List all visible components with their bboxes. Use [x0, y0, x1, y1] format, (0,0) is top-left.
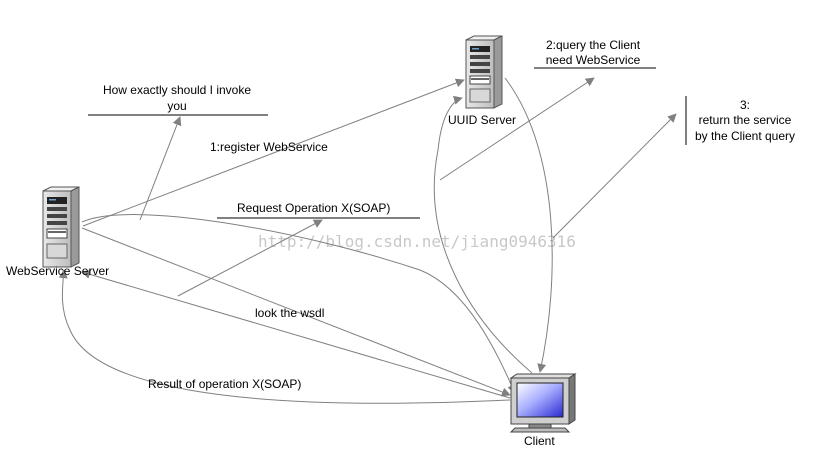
- request-arrow: [177, 219, 323, 297]
- wsdl-arrow: [81, 227, 511, 397]
- label-underlines: [88, 67, 687, 219]
- register-label: 1:register WebService: [210, 140, 328, 154]
- query-label-line1: 2:query the Client: [546, 38, 641, 52]
- return-label-line2: return the service: [699, 113, 792, 127]
- ws-to-client-return-arrow: [81, 269, 511, 399]
- webservice-server-icon: [42, 186, 80, 268]
- request-label: Request Operation X(SOAP): [237, 201, 390, 215]
- webservice-server-label: WebService Server: [6, 264, 109, 278]
- client-computer-icon: [509, 373, 577, 433]
- result-label: Result of operation X(SOAP): [148, 377, 301, 391]
- return-label-line1: 3:: [740, 98, 750, 112]
- uuid-server-label: UUID Server: [448, 113, 516, 127]
- query-arrow: [439, 77, 595, 181]
- invoke-label-line2: you: [167, 99, 186, 113]
- result-arrow: [58, 269, 511, 404]
- register-arrow: [82, 78, 465, 227]
- uuid-server-icon: [465, 35, 503, 109]
- wsdl-label: look the wsdl: [255, 306, 324, 320]
- query-label-line2: need WebService: [546, 53, 641, 67]
- invoke-arrow: [139, 116, 182, 221]
- client-label: Client: [524, 434, 555, 448]
- client-to-uuid-arrow: [433, 95, 533, 374]
- return-label-line3: by the Client query: [695, 129, 795, 143]
- ws-curve-to-client: [81, 214, 516, 394]
- watermark-text: http://blog.csdn.net/jiang0946316: [258, 232, 576, 251]
- uuid-to-client-arrow: [504, 77, 553, 373]
- invoke-label-line1: How exactly should I invoke: [103, 83, 251, 97]
- connectors: [58, 77, 677, 404]
- return-arrow: [552, 113, 677, 239]
